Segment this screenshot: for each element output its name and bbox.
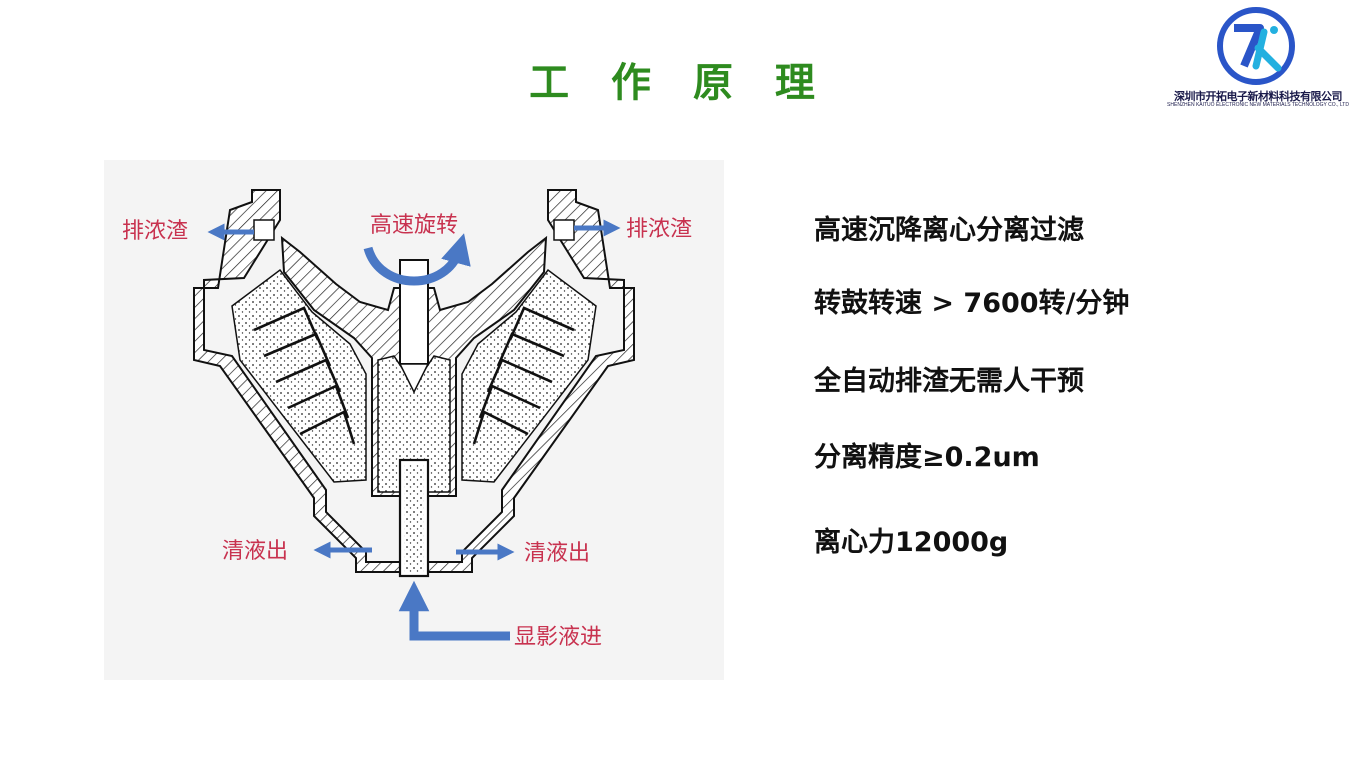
- centrifuge-diagram: 高速旋转 排浓渣 排浓渣 清液出 清液出 显影液进: [104, 160, 724, 680]
- nozzle-left: [253, 219, 275, 241]
- feature-item: 全自动排渣无需人干预: [814, 366, 1084, 397]
- label-sludge-discharge-right: 排浓渣: [626, 217, 692, 242]
- disc-stack-right: [472, 306, 575, 445]
- feed-liquid: [404, 464, 424, 572]
- feature-item: 分离精度≥0.2um: [814, 442, 1040, 473]
- label-high-speed-rotation: 高速旋转: [370, 213, 458, 238]
- sediment-center: [377, 355, 451, 493]
- label-sludge-discharge-left: 排浓渣: [122, 219, 188, 244]
- sediment-left: [231, 268, 367, 483]
- shaft-tip: [398, 363, 430, 394]
- company-name-cn: 深圳市开拓电子新材料科技有限公司: [1174, 90, 1343, 103]
- company-name-en: SHENZHEN KAITUO ELECTRONIC NEW MATERIALS…: [1167, 102, 1349, 108]
- feature-item: 高速沉降离心分离过滤: [814, 215, 1084, 246]
- slide-title: 工 作 原 理: [529, 60, 829, 106]
- arrow-inlet: [398, 580, 510, 641]
- label-developer-inlet: 显影液进: [514, 625, 602, 650]
- rotation-arrow: [363, 233, 471, 286]
- disc-stack-left: [253, 306, 356, 445]
- sediment-right: [461, 268, 597, 483]
- label-clear-liquid-left: 清液出: [222, 539, 288, 564]
- feature-item: 离心力12000g: [814, 527, 1009, 558]
- company-logo: 深圳市开拓电子新材料科技有限公司 SHENZHEN KAITUO ELECTRO…: [1160, 6, 1356, 110]
- feature-item: 转鼓转速 > 7600转/分钟: [814, 288, 1130, 319]
- housing-outer-wall: [193, 189, 635, 573]
- kaituo-logo-icon: [1217, 7, 1295, 85]
- label-clear-liquid-right: 清液出: [524, 541, 590, 566]
- nozzle-right: [553, 219, 575, 241]
